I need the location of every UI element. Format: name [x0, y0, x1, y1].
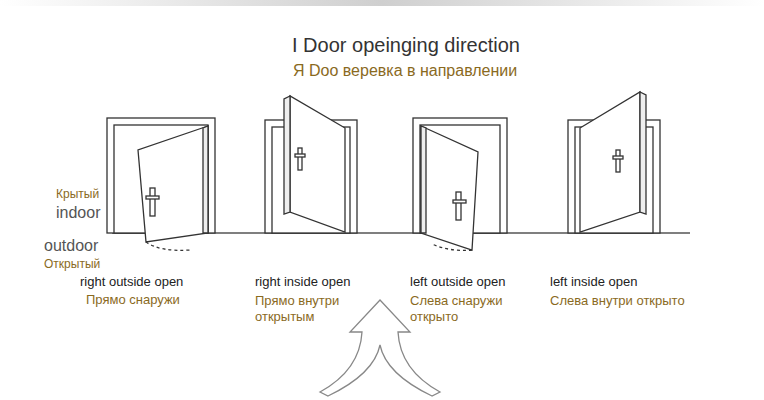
door-caption: left inside open [550, 274, 637, 290]
door-caption: Прямо внутри открытым [255, 293, 355, 324]
door-caption: right inside open [255, 274, 350, 290]
door-right-inside [265, 96, 357, 233]
door-left-inside [568, 92, 660, 233]
title: I Door opeinging direction [292, 33, 520, 57]
door-caption: left outside open [410, 274, 505, 290]
door-caption: Слева снаружи открыто [410, 293, 525, 324]
door-right-outside [107, 118, 215, 250]
door-caption: right outside open [80, 274, 183, 290]
subtitle: Я Doo веревка в направлении [293, 61, 517, 80]
side-label: outdoor [44, 236, 98, 255]
door-left-outside [413, 118, 507, 250]
side-label: indoor [56, 203, 100, 222]
side-label: Открытый [44, 257, 100, 271]
side-label: Крытый [56, 187, 99, 201]
door-caption: Слева внутри открыто [550, 293, 685, 309]
door-caption: Прямо снаружи [86, 292, 180, 308]
top-band [0, 0, 764, 6]
